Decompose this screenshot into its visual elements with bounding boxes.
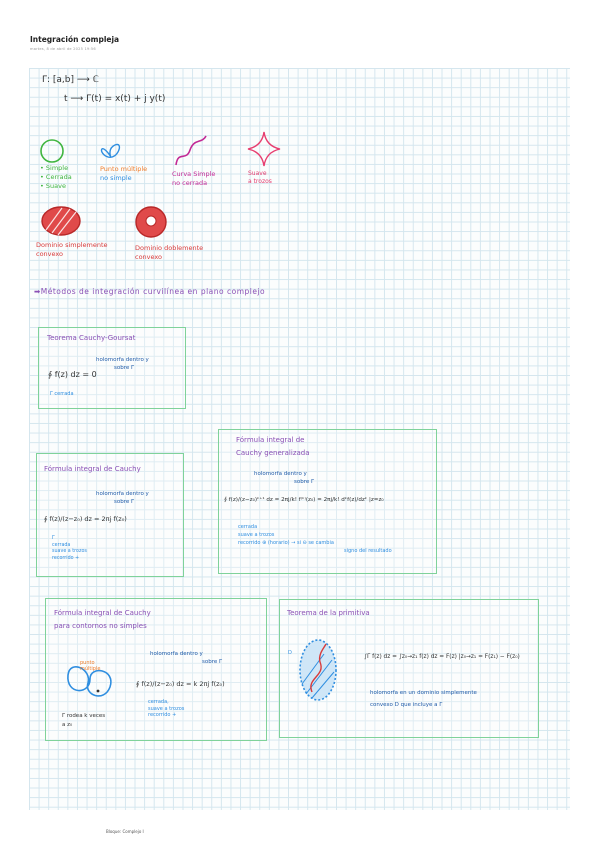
goursat-footnote: Γ cerrada	[50, 391, 74, 397]
contours-title: Fórmula integral de Cauchy para contorno…	[54, 609, 151, 630]
label-multiple-point: Punto múltiple	[100, 165, 148, 173]
simple-curve-labels: • Simple • Cerrada • Suave	[40, 164, 72, 191]
box-generalized-cauchy	[218, 429, 437, 574]
goursat-title: Teorema Cauchy-Goursat	[47, 334, 136, 342]
open-simple-curve	[175, 135, 207, 166]
box-cauchy-formula	[36, 453, 184, 577]
open-curve-labels: Curva Simple no cerrada	[172, 170, 215, 188]
simple-closed-curve	[40, 139, 64, 163]
label-not-simple: no simple	[100, 174, 132, 182]
cauchy-formula: ∮ f(z)/(z−z₀) dz = 2πj f(z₀)	[44, 515, 127, 523]
goursat-annotation: holomorfa dentro y sobre Γ	[96, 357, 149, 371]
map-parametrization: t ⟶ Γ(t) = x(t) + j y(t)	[64, 94, 166, 104]
simply-domain-labels: Dominio simplemente convexo	[36, 241, 108, 259]
multiple-point-label: punto múltiple	[80, 660, 101, 672]
label-smooth-pw: Suave	[248, 170, 267, 177]
contours-annotation: holomorfa dentro y sobre Γ	[150, 651, 223, 665]
label-simply-domain: Dominio simplemente	[36, 241, 108, 249]
label-simply-convex: convexo	[36, 250, 64, 258]
primitive-note: holomorfa en un dominio simplemente conv…	[370, 690, 477, 708]
generalized-title: Fórmula integral de Cauchy generalizada	[236, 436, 310, 457]
generalized-annotation: holomorfa dentro y sobre Γ	[254, 471, 315, 485]
generalized-footnote: cerrada suave a trozos recorrido ⊕ (hora…	[238, 524, 392, 554]
box-primitive-theorem	[279, 599, 539, 738]
primitive-title: Teorema de la primitiva	[287, 609, 370, 617]
label-smooth: • Suave	[40, 182, 66, 190]
label-doubly-domain: Dominio doblemente	[135, 244, 204, 252]
domain-label: D	[288, 650, 292, 656]
curve-sketches	[40, 131, 281, 238]
label-by-pieces: a trozos	[248, 178, 272, 185]
piecewise-smooth-curve	[247, 131, 281, 167]
cauchy-footnote: Γ cerrada suave a trozos recorrido +	[52, 536, 87, 561]
multiple-point-curve	[100, 143, 121, 158]
page-date: martes, 8 de abril de 2025 19:56	[30, 47, 96, 51]
section-heading: ➡Métodos de integración curvilínea en pl…	[34, 287, 266, 296]
figure-eight-contour	[67, 666, 112, 697]
label-not-closed: no cerrada	[172, 179, 208, 187]
generalized-formula: ∮ f(z)/(z−z₀)ᵏ⁺¹ dz = 2πj/k! f⁽ᵏ⁾(z₀) = …	[224, 497, 384, 503]
goursat-formula: ∮ f(z) dz = 0	[48, 370, 97, 379]
page-title: Integración compleja	[30, 35, 120, 44]
box-cauchy-goursat	[38, 327, 186, 409]
contours-formula: ∮ f(z)/(z−z₀) dz = k 2πj f(z₀)	[136, 680, 225, 688]
doubly-domain-labels: Dominio doblemente convexo	[135, 244, 203, 262]
piecewise-labels: Suave a trozos	[248, 170, 272, 186]
label-simple: • Simple	[40, 164, 69, 172]
page-footer: Bloque: Complejo I	[106, 829, 144, 834]
cauchy-title: Fórmula integral de Cauchy	[44, 465, 141, 473]
primitive-formula: ∫Γ f(z) dz = ∫z₀→z₁ f(z) dz = F(z) |z₀→z…	[364, 654, 520, 660]
label-doubly-convex: convexo	[135, 253, 163, 261]
note-canvas	[29, 68, 570, 810]
primitive-domain-sketch	[299, 639, 337, 701]
contours-bottom-note: Γ rodea k veces a z₀	[62, 713, 106, 728]
multiple-point-labels: Punto múltiple no simple	[100, 165, 147, 183]
label-closed: • Cerrada	[40, 173, 72, 181]
label-simple-curve: Curva Simple	[172, 170, 216, 178]
contours-footnote: cerrada, suave a trozos recorrido +	[148, 699, 185, 718]
cauchy-annotation: holomorfa dentro y sobre Γ	[96, 491, 149, 505]
map-definition: Γ: [a,b] ⟶ ℂ	[42, 75, 99, 85]
